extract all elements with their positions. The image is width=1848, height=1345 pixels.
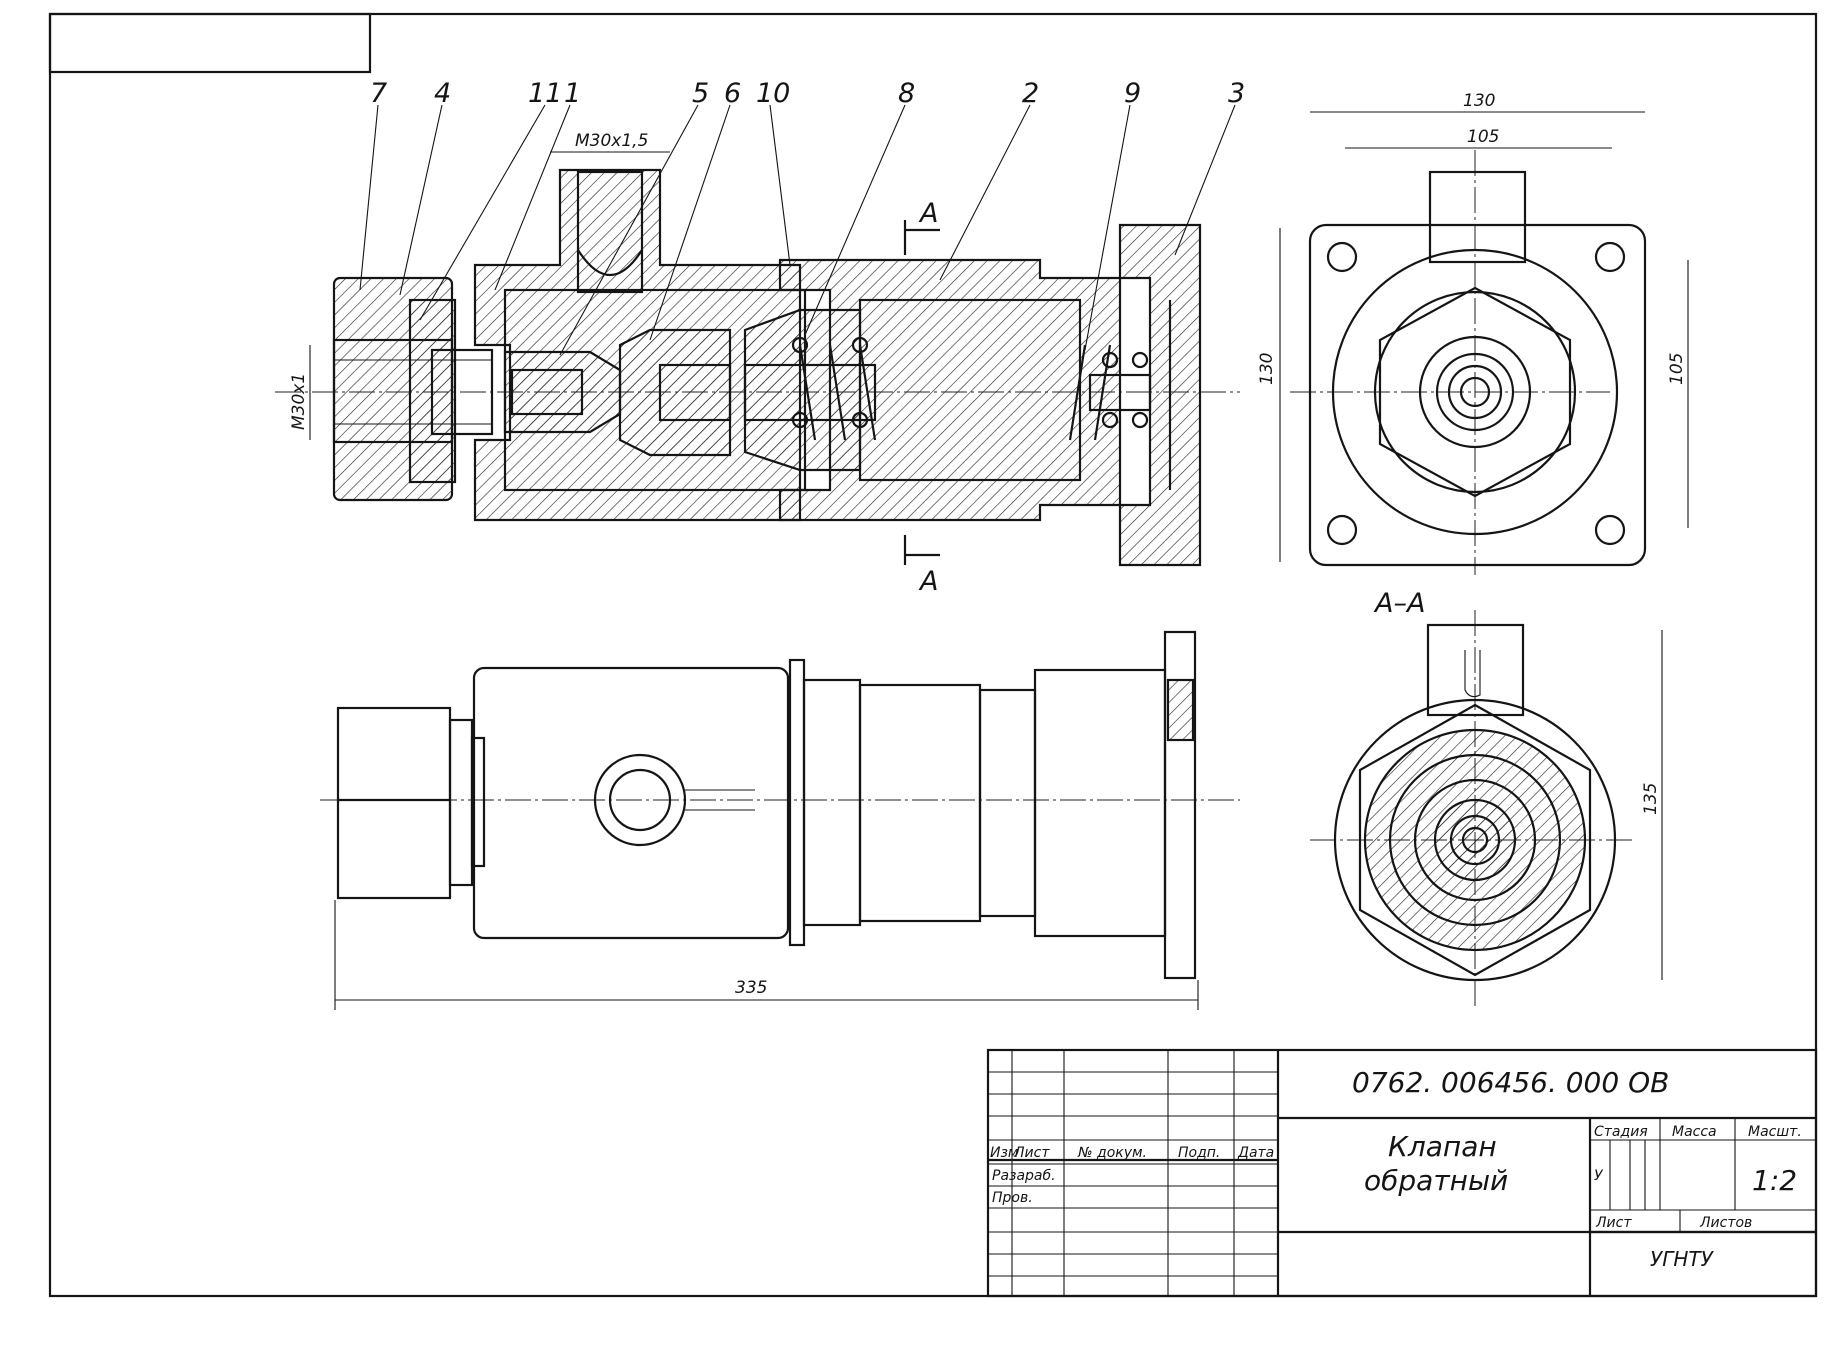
dim-flange-height: 130 bbox=[1257, 353, 1277, 385]
part-label-8: 8 bbox=[898, 78, 915, 109]
part-label-11: 11 bbox=[528, 78, 562, 109]
tb-stage-label: Стадия bbox=[1594, 1124, 1648, 1140]
sheet-frame bbox=[48, 12, 1818, 1298]
tb-sheets-label: Листов bbox=[1699, 1215, 1752, 1231]
part-label-4: 4 bbox=[434, 78, 451, 109]
part-label-10: 10 bbox=[756, 78, 790, 109]
outside-view: 335 bbox=[320, 630, 1240, 1010]
dim-thread-left: M30x1 bbox=[289, 373, 309, 430]
tb-scale-value: 1:2 bbox=[1752, 1164, 1797, 1197]
dim-thread-top: M30x1,5 bbox=[575, 131, 648, 151]
part-label-2: 2 bbox=[1022, 78, 1039, 109]
tb-row-check: Пров. bbox=[992, 1190, 1033, 1206]
part-label-1: 1 bbox=[564, 78, 581, 109]
section-mark-bottom: A bbox=[918, 566, 938, 597]
tb-sheet-label: Лист bbox=[1595, 1215, 1632, 1231]
tb-organization: УГНТУ bbox=[1650, 1247, 1715, 1271]
front-section-view bbox=[275, 104, 1240, 567]
dim-bolt-spacing-v: 105 bbox=[1667, 353, 1687, 385]
part-label-9: 9 bbox=[1124, 78, 1141, 109]
part-label-3: 3 bbox=[1228, 78, 1245, 109]
tb-stage-value: У bbox=[1594, 1168, 1604, 1184]
side-view: 130 105 130 105 bbox=[1257, 91, 1689, 575]
tb-col-date: Дата bbox=[1237, 1145, 1274, 1161]
tb-col-sign: Подп. bbox=[1178, 1145, 1220, 1161]
tb-row-dev: Разараб. bbox=[992, 1168, 1056, 1184]
tb-mass-label: Масса bbox=[1672, 1124, 1717, 1140]
dim-bolt-spacing: 105 bbox=[1467, 127, 1499, 147]
dim-section-height: 135 bbox=[1641, 783, 1661, 815]
dim-flange-width: 130 bbox=[1463, 91, 1495, 111]
title-block: Изм Лист № докум. Подп. Дата Разараб. Пр… bbox=[986, 1048, 1818, 1298]
dim-overall-length: 335 bbox=[735, 978, 767, 998]
tb-name-line1: Клапан bbox=[1388, 1130, 1497, 1163]
part-label-6: 6 bbox=[724, 78, 741, 109]
tb-scale-label: Масшт. bbox=[1748, 1124, 1802, 1140]
top-left-stamp bbox=[48, 12, 372, 74]
tb-col-doc: № докум. bbox=[1077, 1145, 1147, 1161]
tb-name-line2: обратный bbox=[1364, 1164, 1508, 1197]
section-title: A–A bbox=[1373, 588, 1425, 619]
tb-col-list: Лист bbox=[1013, 1145, 1050, 1161]
tb-designation: 0762. 006456. 000 ОВ bbox=[1352, 1066, 1669, 1099]
section-mark-top: A bbox=[918, 198, 938, 229]
part-number-labels: 7 4 11 1 5 6 10 8 2 9 3 A A A–A M30x1,5 … bbox=[289, 78, 1425, 619]
part-label-7: 7 bbox=[370, 78, 387, 109]
part-label-5: 5 bbox=[692, 78, 709, 109]
tb-col-izm: Изм bbox=[990, 1145, 1019, 1161]
section-a-a-view: 135 bbox=[1310, 610, 1663, 1010]
